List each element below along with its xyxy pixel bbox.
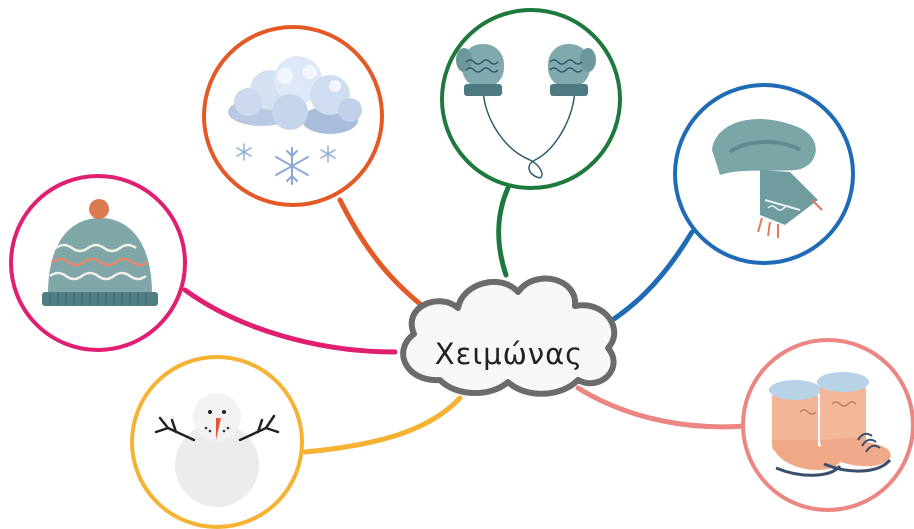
knit-hat-icon: [42, 199, 158, 306]
small-snowflake-icon: [236, 143, 336, 163]
node-boots: [741, 338, 914, 512]
node-cloud-snow: [202, 25, 384, 207]
connector-scarf: [597, 229, 695, 331]
node-snowman: [130, 355, 304, 529]
center-topic-label: Χειμώνας: [434, 337, 584, 371]
center-cloud: [400, 275, 618, 397]
node-mittens: [440, 8, 622, 190]
connector-mittens: [496, 185, 511, 278]
connector-hat: [182, 287, 398, 355]
scarf-icon: [712, 119, 823, 238]
node-hat: [9, 174, 187, 352]
snowflake-icon: [275, 147, 309, 185]
mittens-icon: [456, 44, 596, 179]
connector-snowman: [302, 395, 463, 455]
snow-cloud-icon: [228, 56, 362, 134]
boots-icon: [769, 372, 892, 477]
connector-boots: [575, 385, 749, 430]
connector-cloud-snow: [337, 197, 441, 321]
node-scarf: [673, 83, 855, 265]
snowman-icon: [154, 393, 280, 507]
